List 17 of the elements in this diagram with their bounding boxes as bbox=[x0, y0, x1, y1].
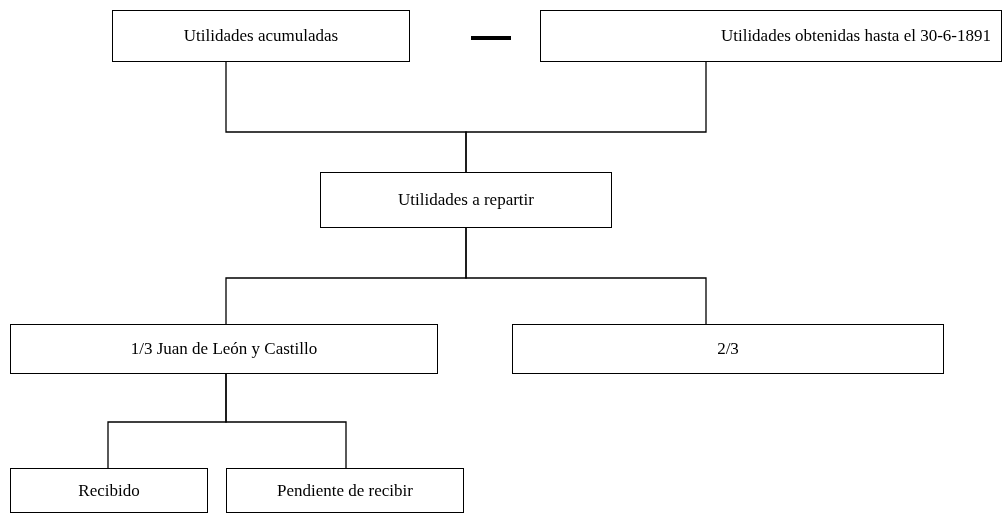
node-box bbox=[10, 324, 438, 374]
node-box bbox=[540, 10, 1002, 62]
node-label: Utilidades a repartir bbox=[398, 190, 534, 210]
connector-line bbox=[225, 373, 347, 469]
node-box bbox=[512, 324, 944, 374]
node-label: Recibido bbox=[78, 480, 140, 501]
connector-line bbox=[465, 227, 707, 325]
connector-line bbox=[465, 61, 707, 173]
node-label: Utilidades acumuladas bbox=[183, 26, 339, 46]
node-box bbox=[320, 172, 612, 228]
node-label: Utilidades obtenidas hasta el 30-6-1891 bbox=[720, 26, 991, 46]
node-box bbox=[226, 468, 464, 513]
node-box bbox=[112, 10, 410, 62]
node-label: Pendiente de recibir bbox=[277, 480, 413, 501]
node-label: 2/3 bbox=[717, 339, 739, 359]
node-label: 1/3 Juan de León y Castillo bbox=[130, 339, 318, 359]
node-box bbox=[10, 468, 208, 513]
